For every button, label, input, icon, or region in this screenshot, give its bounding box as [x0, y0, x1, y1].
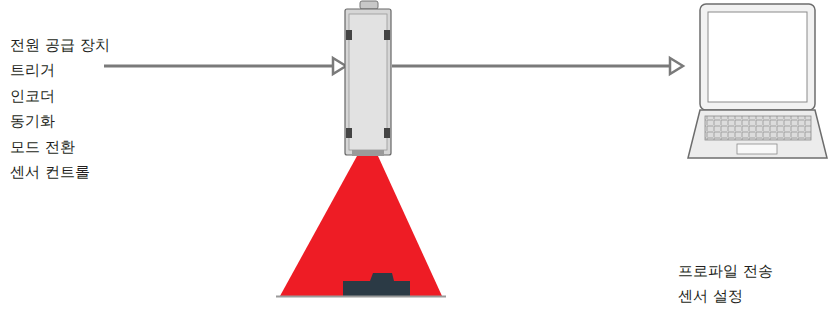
- output-arrow: [392, 65, 670, 68]
- ground-line: [276, 296, 446, 298]
- arrow-head: [333, 58, 346, 74]
- output-function: 센서 설정: [678, 287, 743, 305]
- output-function: 프로파일 전송: [678, 262, 773, 280]
- input-signal: 트리거: [10, 61, 55, 79]
- laser-fan: [280, 156, 442, 296]
- arrow-head: [670, 58, 683, 74]
- input-signal: 인코더: [10, 87, 55, 105]
- input-signal: 동기화: [10, 112, 55, 130]
- input-signal: 모드 전환: [10, 138, 75, 156]
- input-arrow: [104, 65, 333, 68]
- laser-sensor: [345, 1, 391, 156]
- input-signal: 센서 컨트롤: [10, 163, 90, 181]
- measured-object: [343, 273, 410, 296]
- input-signal: 전원 공급 장치: [10, 36, 110, 54]
- laptop: [688, 4, 827, 158]
